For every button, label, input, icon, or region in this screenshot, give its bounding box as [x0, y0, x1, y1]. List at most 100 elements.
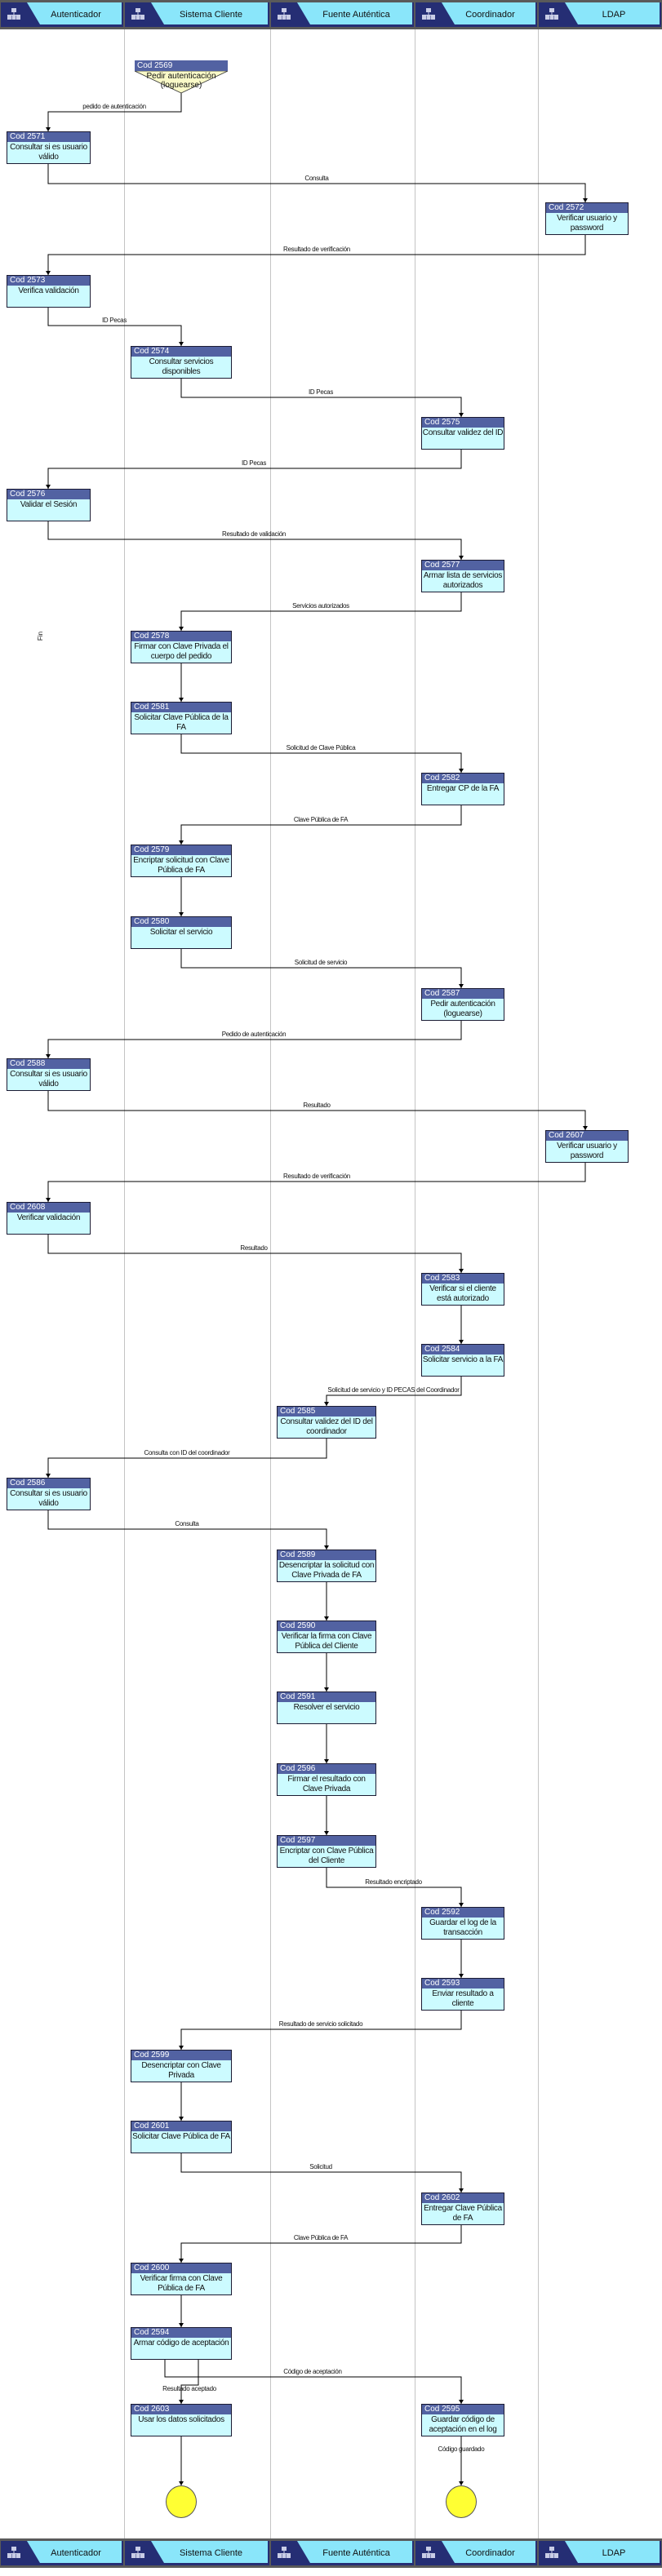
network-icon — [422, 8, 435, 20]
lane-header-ldap: LDAP — [539, 2, 661, 27]
flow-connector — [47, 164, 586, 202]
lane-header-band — [442, 2, 535, 24]
connector-label: Resultado encriptado — [365, 1878, 422, 1886]
flow-connector — [326, 1868, 462, 1907]
connector-label: Consulta — [175, 1520, 199, 1527]
lane-label: Coordinador — [465, 2548, 515, 2558]
lane-header-band — [565, 2, 660, 24]
lane-header-band — [151, 2541, 268, 2563]
node-text: Verifica validación — [18, 286, 79, 295]
node-code: Cod 2602 — [422, 2193, 504, 2203]
node-text: Firmar con Clave Privada el cuerpo del p… — [134, 642, 229, 661]
flow-connector — [180, 592, 462, 631]
arrowhead-icon — [179, 698, 184, 702]
lane-label: Autenticador — [51, 10, 101, 20]
connector-label: Resultado de validación — [221, 530, 287, 538]
network-icon — [545, 8, 558, 20]
node-text: Consultar si es usuario válido — [10, 1489, 87, 1508]
node-text: Consultar validez del ID del coordinador — [280, 1417, 373, 1436]
flow-connector — [47, 93, 182, 131]
flow-connector — [47, 308, 182, 346]
flow-connector — [47, 1091, 586, 1130]
arrowhead-icon — [179, 2259, 184, 2263]
connector-label: Resultado de verificación — [283, 1173, 350, 1180]
node-text: Verificar usuario y password — [557, 1142, 617, 1160]
node-text: Guardar código de aceptación en el log — [429, 2415, 497, 2434]
node-code: Cod 2585 — [278, 1407, 375, 1417]
lane-header-ldap: LDAP — [539, 2541, 661, 2565]
arrowhead-icon — [179, 627, 184, 631]
node-text: Verificar validación — [16, 1213, 81, 1222]
end-event[interactable] — [446, 2485, 477, 2518]
network-icon — [278, 8, 291, 20]
node-text: Guardar el log de la transacción — [429, 1918, 496, 1937]
end-event[interactable] — [166, 2485, 197, 2518]
network-icon — [131, 8, 144, 20]
lane-header-coordinador: Coordinador — [415, 2541, 537, 2565]
arrowhead-icon — [46, 1474, 51, 1478]
node-text: Resolver el servicio — [293, 1703, 360, 1712]
network-icon — [7, 8, 20, 20]
node-code: Cod 2599 — [131, 2051, 231, 2060]
arrowhead-icon — [459, 1340, 464, 1344]
lane-header-band — [297, 2, 412, 24]
flow-connector — [326, 1377, 462, 1406]
lane-header-fuente-aut-ntica: Fuente Auténtica — [271, 2541, 414, 2565]
node-text: Consultar servicios disponibles — [149, 357, 214, 376]
node-text: Consultar si es usuario válido — [10, 143, 87, 162]
node-code: Cod 2595 — [422, 2405, 504, 2414]
node-code: Cod 2574 — [131, 347, 231, 357]
flow-connector — [47, 1439, 327, 1478]
connector-label: Consulta con ID del coordinador — [144, 1449, 230, 1456]
node-text: Validar el Sesión — [20, 500, 78, 509]
connector-label: Resultado de servicio solicitado — [278, 2020, 363, 2028]
node-code: Cod 2607 — [546, 1131, 628, 1141]
flow-connector — [47, 1163, 586, 1202]
node-code: Cod 2587 — [422, 989, 504, 999]
arrowhead-icon — [179, 2323, 184, 2327]
connector-label: Resultado aceptado — [162, 2385, 216, 2392]
node-code: Cod 2594 — [131, 2328, 231, 2338]
flow-connector — [47, 1235, 462, 1273]
flow-connector — [180, 734, 462, 773]
node-text: Consultar si es usuario válido — [10, 1070, 87, 1088]
flow-connector — [180, 2011, 462, 2050]
